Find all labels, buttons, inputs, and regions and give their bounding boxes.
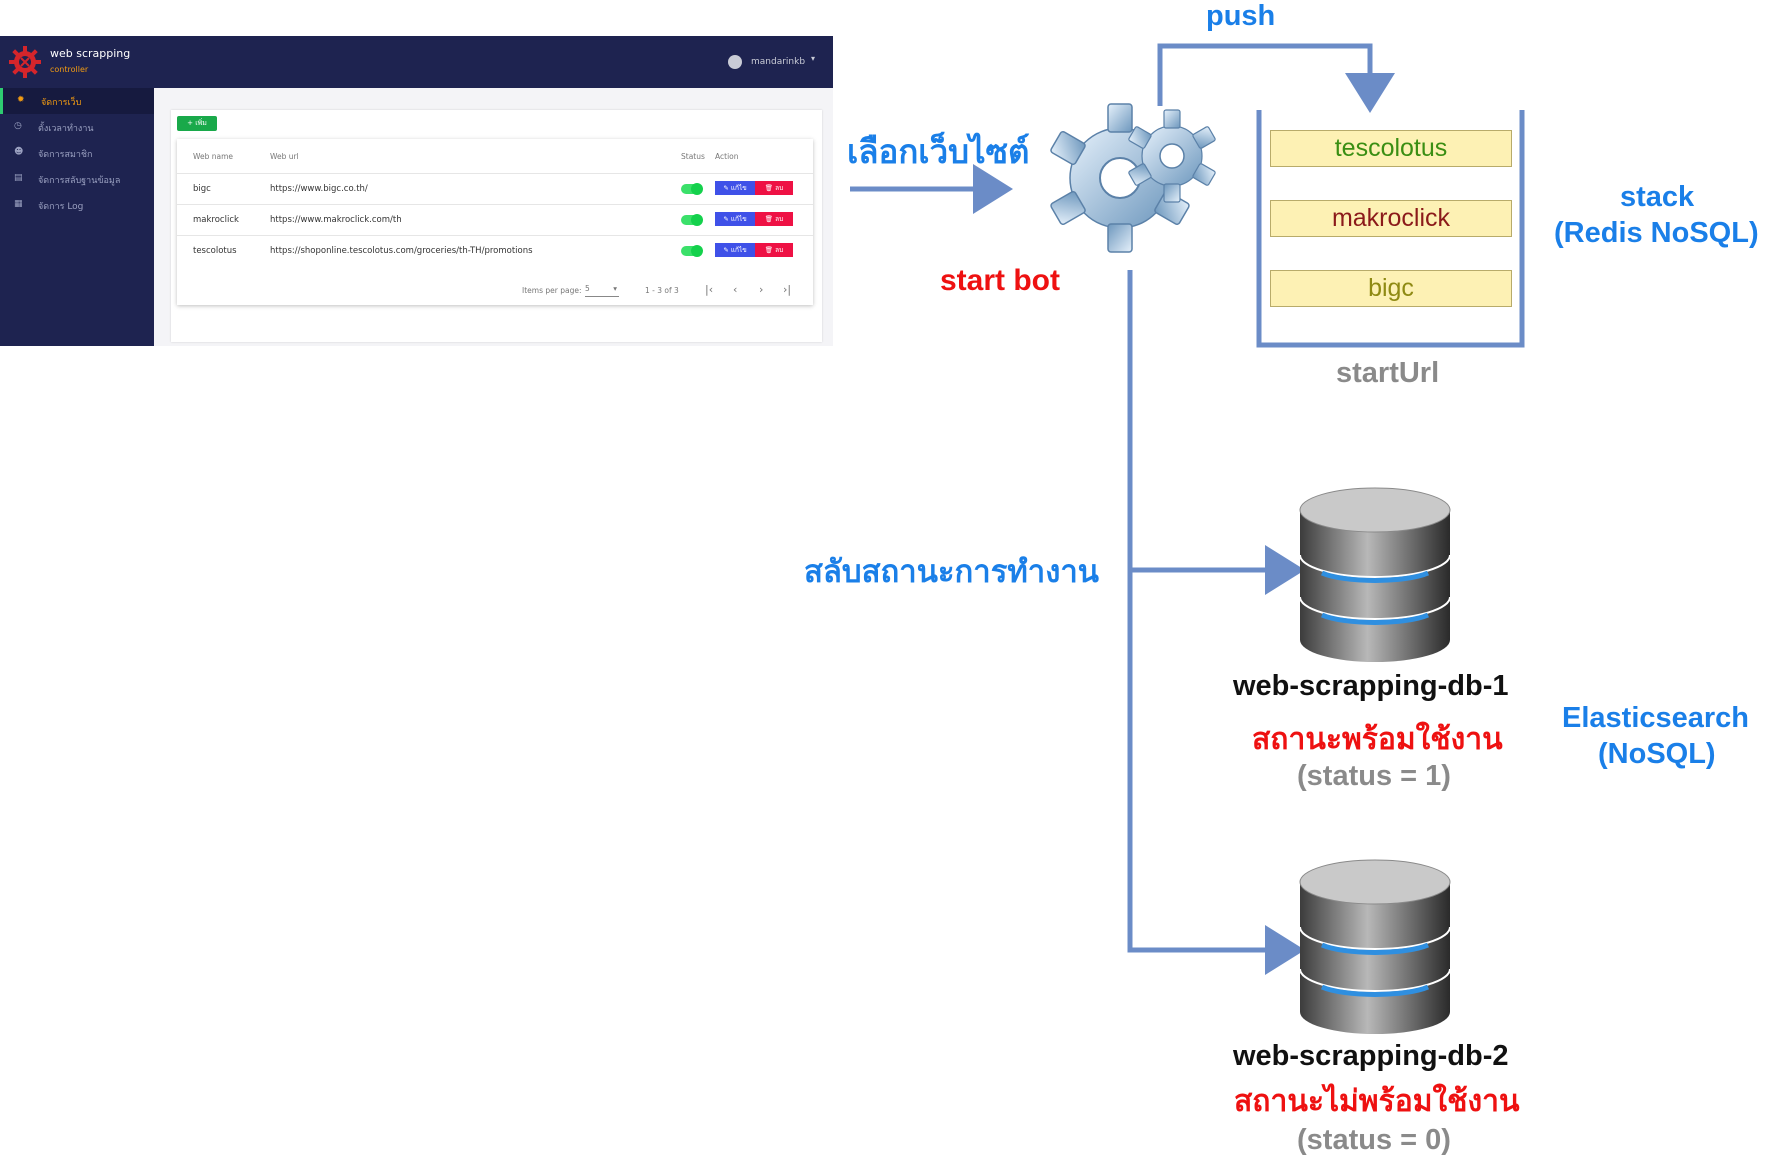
edit-label: แก้ไข (730, 184, 747, 192)
paginator: Items per page: 5 ▾ 1 - 3 of 3 |‹ ‹ › ›| (177, 283, 813, 299)
sidebar-item-log[interactable]: ▦ จัดการ Log (0, 192, 154, 218)
web-url: https://www.bigc.co.th/ (270, 184, 368, 194)
db2-name: web-scrapping-db-2 (1233, 1040, 1509, 1072)
web-name: makroclick (193, 215, 239, 225)
edit-label: แก้ไข (730, 215, 747, 223)
table-row: tescolotus https://shoponline.tescolotus… (177, 235, 813, 267)
column-header-url: Web url (270, 152, 299, 161)
push-label: push (1206, 0, 1276, 32)
brand-title: web scrapping (50, 47, 131, 60)
stack-item-label: bigc (1368, 274, 1414, 302)
db2-status-code: (status = 0) (1297, 1124, 1451, 1156)
stack-container (1256, 110, 1525, 348)
calendar-icon: ▦ (14, 199, 23, 209)
status-toggle[interactable] (681, 245, 703, 257)
stack-label: stack (1620, 181, 1695, 213)
db2-status-text: สถานะไม่พร้อมใช้งาน (1234, 1085, 1520, 1118)
content-panel: + เพิ่ม Web name Web url Status Action b… (171, 110, 822, 342)
db1-status-code: (status = 1) (1297, 760, 1451, 792)
sidebar-item-label: จัดการสลับฐานข้อมูล (38, 176, 121, 186)
database-icon: ▤ (14, 173, 23, 183)
sidebar-item-label: จัดการเว็บ (41, 98, 82, 108)
items-per-page-value: 5 (585, 284, 590, 293)
start-bot-label: start bot (940, 264, 1060, 297)
sidebar-item-members[interactable]: ☻ จัดการสมาชิก (0, 140, 154, 166)
brand-subtitle: controller (50, 65, 89, 74)
chevron-down-icon[interactable]: ▾ (811, 54, 816, 63)
elasticsearch-label-detail: (NoSQL) (1598, 738, 1716, 770)
db1-name: web-scrapping-db-1 (1233, 670, 1509, 702)
prev-page-icon[interactable]: ‹ (733, 283, 738, 296)
db1-status-text: สถานะพร้อมใช้งาน (1252, 723, 1503, 756)
push-arrow (1157, 43, 1395, 113)
edit-button[interactable]: ✎ แก้ไข (715, 181, 755, 195)
sidebar-item-label: ตั้งเวลาทำงาน (38, 124, 94, 134)
db2-arrow (1127, 270, 1305, 975)
database-icon (1299, 859, 1451, 1034)
column-header-status: Status (681, 152, 705, 161)
sidebar-item-manage-web[interactable]: ✹ จัดการเว็บ (0, 88, 157, 114)
stack-label-detail: (Redis NoSQL) (1554, 217, 1759, 249)
delete-button[interactable]: 🗑 ลบ (755, 181, 793, 195)
table-row: bigc https://www.bigc.co.th/ ✎ แก้ไข 🗑 ล… (177, 173, 813, 205)
stack-item-makroclick: makroclick (1270, 200, 1512, 237)
logo-gear-icon (9, 46, 41, 78)
stack-item-label: tescolotus (1334, 134, 1448, 162)
edit-label: แก้ไข (730, 246, 747, 254)
last-page-icon[interactable]: ›| (783, 283, 792, 296)
stack-item-bigc: bigc (1270, 270, 1512, 307)
user-name[interactable]: mandarinkb (751, 57, 806, 67)
delete-label: ลบ (775, 215, 784, 223)
items-per-page-select[interactable]: 5 ▾ (585, 284, 619, 297)
delete-button[interactable]: 🗑 ลบ (755, 212, 793, 226)
page-range: 1 - 3 of 3 (645, 286, 679, 295)
switch-status-label: สลับสถานะการทำงาน (804, 554, 1099, 589)
elasticsearch-label: Elasticsearch (1562, 702, 1750, 734)
gear-icon: ✹ (17, 95, 25, 105)
next-page-icon[interactable]: › (759, 283, 764, 296)
edit-button[interactable]: ✎ แก้ไข (715, 212, 755, 226)
sidebar-item-label: จัดการสมาชิก (38, 150, 93, 160)
web-url: https://shoponline.tescolotus.com/grocer… (270, 246, 533, 256)
delete-button[interactable]: 🗑 ลบ (755, 243, 793, 257)
web-name: tescolotus (193, 246, 237, 256)
users-icon: ☻ (14, 147, 24, 157)
sidebar: ✹ จัดการเว็บ ◷ ตั้งเวลาทำงาน ☻ จัดการสมา… (0, 88, 157, 346)
stack-caption: startUrl (1336, 357, 1440, 389)
web-scrapping-app: web scrapping controller mandarinkb ▾ ✹ … (0, 36, 833, 346)
sidebar-item-label: จัดการ Log (38, 202, 84, 212)
clock-icon: ◷ (14, 121, 22, 131)
delete-label: ลบ (775, 246, 784, 254)
first-page-icon[interactable]: |‹ (705, 283, 714, 296)
top-bar: web scrapping controller mandarinkb ▾ (0, 36, 833, 88)
delete-label: ลบ (775, 184, 784, 192)
main-content: + เพิ่ม Web name Web url Status Action b… (154, 88, 833, 346)
gears-icon (1050, 103, 1216, 253)
status-toggle[interactable] (681, 183, 703, 195)
select-site-label: เลือกเว็บไซต์ (847, 133, 1030, 170)
web-url: https://www.makroclick.com/th (270, 215, 402, 225)
sidebar-item-schedule[interactable]: ◷ ตั้งเวลาทำงาน (0, 114, 154, 140)
chevron-down-icon: ▾ (613, 284, 617, 293)
stack-item-label: makroclick (1331, 204, 1451, 232)
stack-item-tescolotus: tescolotus (1270, 130, 1512, 167)
column-header-action: Action (715, 152, 739, 161)
status-toggle[interactable] (681, 214, 703, 226)
web-table: Web name Web url Status Action bigc http… (177, 139, 813, 305)
database-icon (1299, 487, 1451, 662)
items-per-page-label: Items per page: (522, 286, 582, 295)
edit-button[interactable]: ✎ แก้ไข (715, 243, 755, 257)
add-button[interactable]: + เพิ่ม (177, 116, 217, 131)
web-name: bigc (193, 184, 211, 194)
table-row: makroclick https://www.makroclick.com/th… (177, 204, 813, 236)
sidebar-item-switch-db[interactable]: ▤ จัดการสลับฐานข้อมูล (0, 166, 154, 192)
avatar[interactable] (728, 55, 742, 69)
column-header-name: Web name (193, 152, 234, 161)
